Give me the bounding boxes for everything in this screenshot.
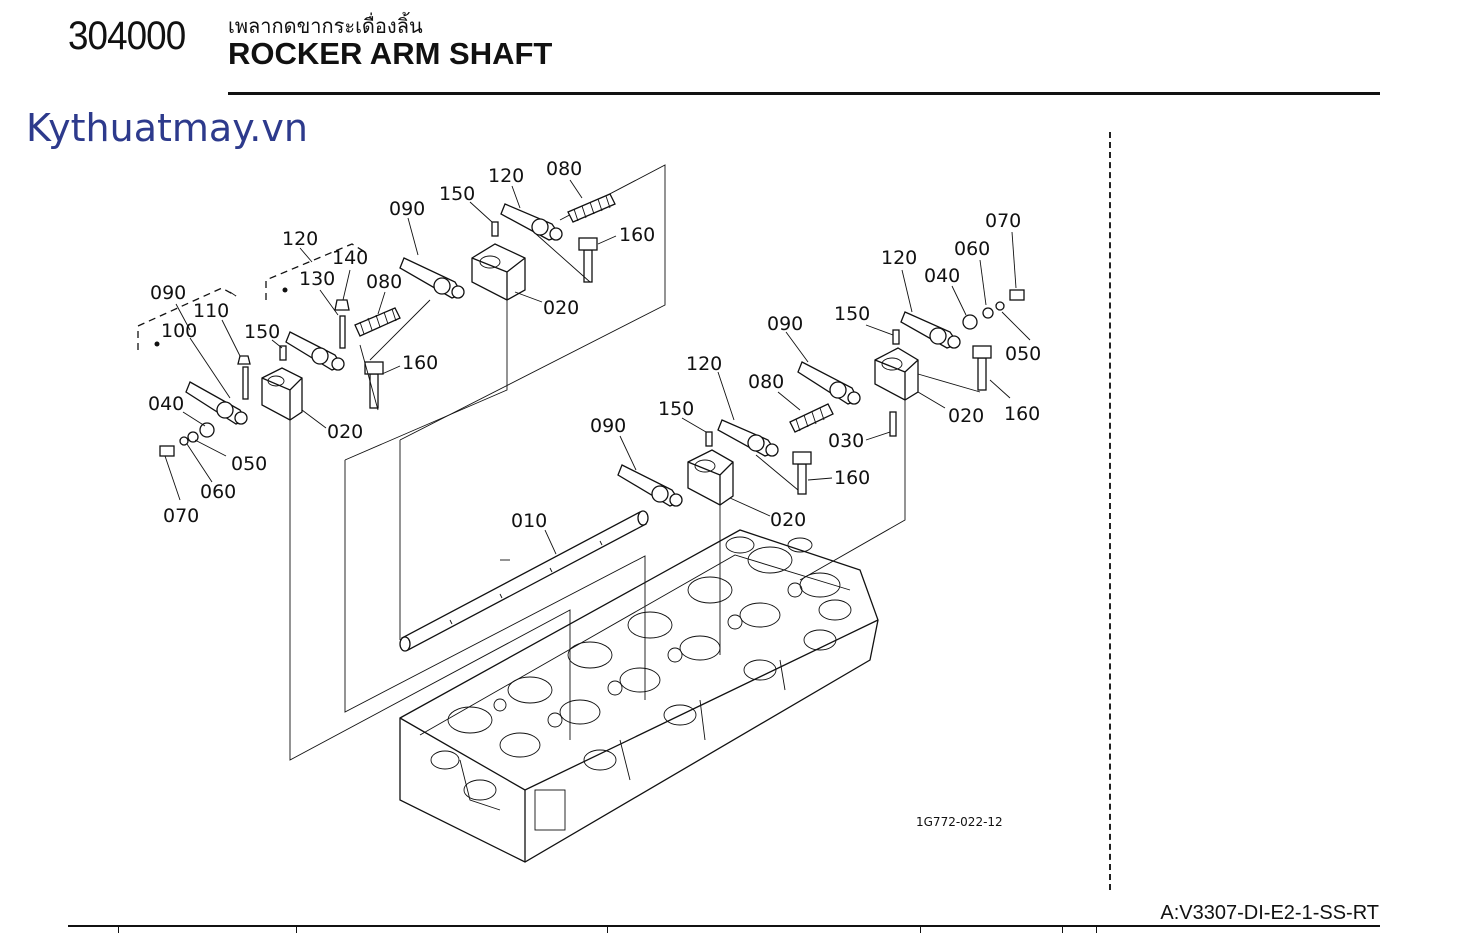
callout-120-center: 120 (686, 353, 722, 375)
callout-040-right: 040 (924, 265, 960, 287)
thai-title: เพลากดขากระเดื่องลิ้น (228, 14, 423, 38)
callout-090-left: 090 (150, 282, 186, 304)
callout-060-left: 060 (200, 481, 236, 503)
callout-070-left: 070 (163, 505, 199, 527)
callout-120-top: 120 (488, 165, 524, 187)
assembly-lines (229, 164, 906, 761)
footer-tick (1096, 925, 1097, 933)
callout-150-right: 150 (834, 303, 870, 325)
callout-090-center: 090 (590, 415, 626, 437)
left-group (137, 243, 401, 457)
callout-160-right: 160 (1004, 403, 1040, 425)
figure-id: 1G772-022-12 (916, 815, 1003, 829)
callout-090-right: 090 (767, 313, 803, 335)
footer-tick (296, 925, 297, 933)
callout-120-left: 120 (282, 228, 318, 250)
watermark: Kythuatmay.vn (26, 106, 308, 150)
callout-120-right: 120 (881, 247, 917, 269)
callout-040-left: 040 (148, 393, 184, 415)
footer-tick (920, 925, 921, 933)
callout-030: 030 (828, 430, 864, 452)
callout-100: 100 (161, 320, 197, 342)
callout-010: 010 (511, 510, 547, 532)
callout-080-center: 080 (748, 371, 784, 393)
callout-140: 140 (332, 247, 368, 269)
callout-080-top: 080 (546, 158, 582, 180)
callout-060-right: 060 (954, 238, 990, 260)
callout-050-left: 050 (231, 453, 267, 475)
dashed-divider (1109, 132, 1111, 890)
right-group (789, 289, 1025, 437)
footer-rule (68, 925, 1380, 927)
callout-050-right: 050 (1005, 343, 1041, 365)
callout-020-top: 020 (543, 297, 579, 319)
model-code: A:V3307-DI-E2-1-SS-RT (1160, 902, 1379, 924)
callout-150-center: 150 (658, 398, 694, 420)
header-rule (228, 92, 1380, 95)
callout-160-top: 160 (619, 224, 655, 246)
rocker-shaft (399, 510, 649, 652)
center-group (617, 419, 812, 507)
callout-labels: 090 110 100 150 040 050 060 070 020 120 … (148, 158, 1041, 829)
callout-160-center: 160 (834, 467, 870, 489)
callout-160-left: 160 (402, 352, 438, 374)
footer-tick (1062, 925, 1063, 933)
callout-080-left: 080 (366, 271, 402, 293)
callout-150-top: 150 (439, 183, 475, 205)
cylinder-head (399, 529, 879, 863)
callout-110: 110 (193, 300, 229, 322)
footer-tick (118, 925, 119, 933)
footer-tick (607, 925, 608, 933)
callout-090-top: 090 (389, 198, 425, 220)
part-group-code: 304000 (68, 14, 186, 58)
callout-070-right: 070 (985, 210, 1021, 232)
callout-130: 130 (299, 268, 335, 290)
callout-020-center: 020 (770, 509, 806, 531)
page-title: ROCKER ARM SHAFT (228, 36, 553, 71)
top-middle-group (399, 193, 616, 301)
callout-020-right: 020 (948, 405, 984, 427)
leader-lines (164, 179, 1031, 555)
callout-150-left: 150 (244, 321, 280, 343)
callout-020-left: 020 (327, 421, 363, 443)
